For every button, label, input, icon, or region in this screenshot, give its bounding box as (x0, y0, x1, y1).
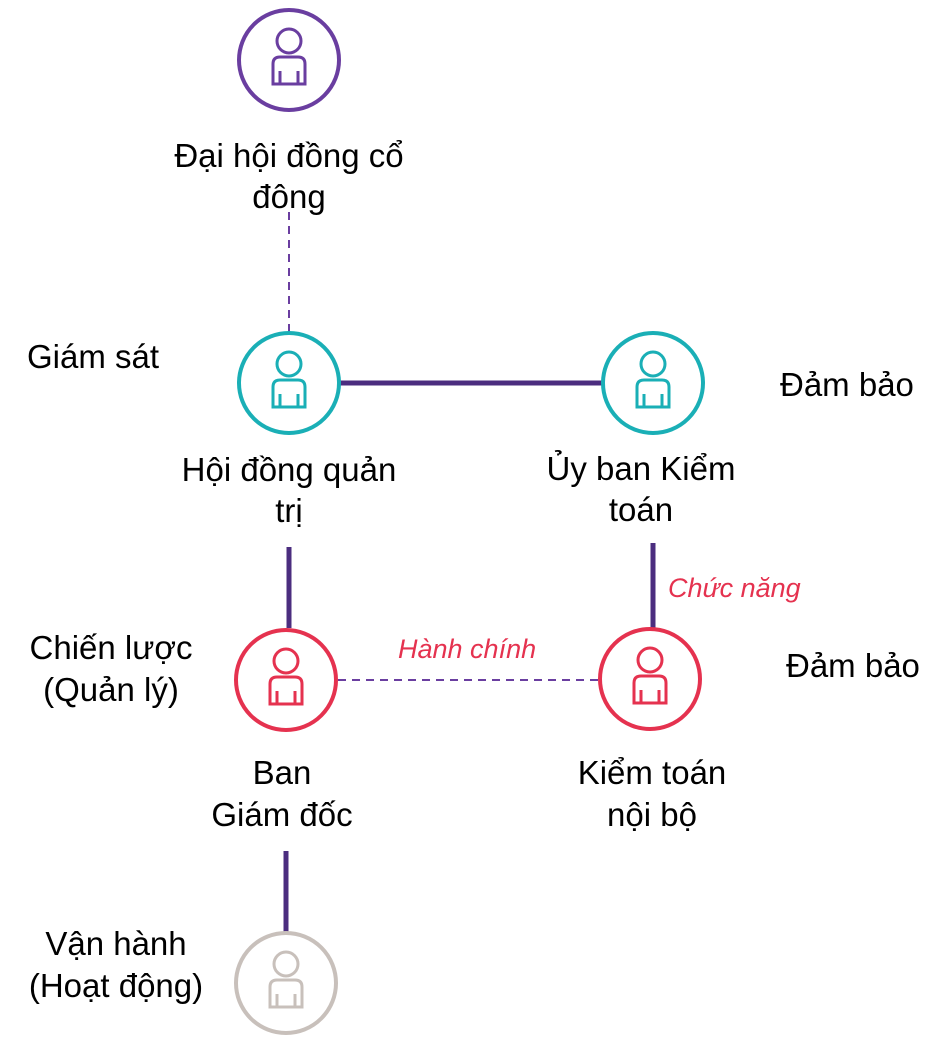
person-icon (234, 628, 338, 732)
management-label-line2: Giám đốc (211, 796, 352, 833)
node-internal-audit: Kiểm toán nội bộ (578, 627, 727, 833)
shareholders-label-line1: Đại hội đồng cổ (174, 137, 403, 174)
person-icon (237, 8, 341, 112)
management-label-line1: Ban (253, 754, 312, 791)
audit-committee-label-line2: toán (609, 491, 673, 528)
node-audit-committee: Ủy ban Kiểm toán (547, 331, 736, 528)
internal-audit-label-line1: Kiểm toán (578, 754, 727, 791)
supervision-label: Giám sát (27, 338, 159, 375)
internal-audit-label-line2: nội bộ (607, 796, 697, 833)
operations-label-line2: (Hoạt động) (29, 967, 203, 1004)
assurance-label-top: Đảm bảo (780, 366, 914, 403)
audit-committee-label-line1: Ủy ban Kiểm (547, 450, 736, 487)
administrative-relation-label: Hành chính (398, 634, 536, 664)
board-label-line1: Hội đồng quản (182, 451, 397, 488)
person-icon (237, 331, 341, 435)
strategy-label-line1: Chiến lược (30, 629, 193, 666)
node-operations (234, 931, 338, 1035)
board-label-line2: trị (275, 492, 303, 529)
node-shareholders: Đại hội đồng cổ đông (174, 8, 404, 215)
node-board: Hội đồng quản trị (182, 331, 397, 529)
person-icon (234, 931, 338, 1035)
person-icon (601, 331, 705, 435)
node-management: Ban Giám đốc (211, 628, 353, 833)
operations-label-line1: Vận hành (45, 925, 186, 962)
person-icon (598, 627, 702, 731)
shareholders-label-line2: đông (252, 178, 325, 215)
functional-relation-label: Chức năng (668, 573, 801, 603)
assurance-label-bottom: Đảm bảo (786, 647, 920, 684)
strategy-label-line2: (Quản lý) (43, 671, 179, 708)
